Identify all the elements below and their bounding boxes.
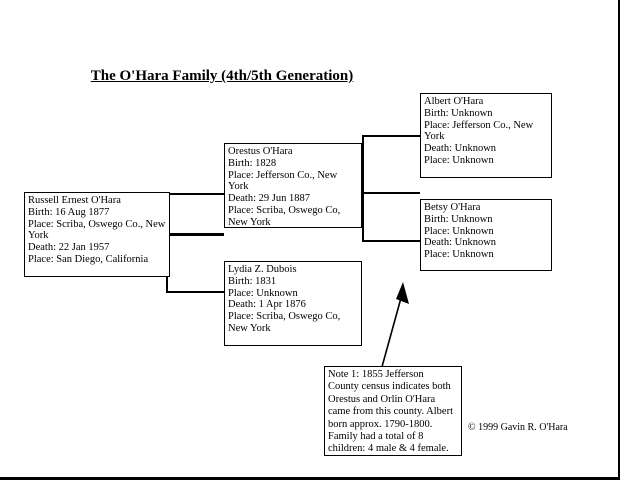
note-box-1[interactable]: Note 1: 1855 Jefferson County census ind… bbox=[324, 366, 462, 456]
person-death: Death: Unknown bbox=[424, 143, 497, 155]
person-death-place: Place: Unknown bbox=[424, 249, 494, 261]
person-death: Death: 22 Jan 1957 bbox=[28, 242, 110, 254]
person-birth: Birth: Unknown bbox=[424, 107, 493, 119]
note-line: Family had a total of 8 bbox=[328, 431, 424, 443]
page-title: The O'Hara Family (4th/5th Generation) bbox=[90, 68, 354, 84]
connector-grandparents-vertical bbox=[362, 135, 364, 242]
person-birth: Birth: 16 Aug 1877 bbox=[28, 206, 110, 218]
person-box-orestus[interactable]: Orestus O'Hara Birth: 1828 Place: Jeffer… bbox=[224, 143, 362, 228]
person-name: Russell Ernest O'Hara bbox=[28, 195, 121, 206]
person-birth-place: Place: Unknown bbox=[424, 225, 494, 237]
connector-to-betsy bbox=[362, 240, 420, 242]
connector-orestus-horizontal bbox=[362, 192, 420, 194]
note-line: Note 1: 1855 Jefferson bbox=[328, 369, 424, 380]
person-name: Albert O'Hara bbox=[424, 96, 484, 107]
person-birth-place: Place: Jefferson Co., New York bbox=[424, 119, 534, 143]
note-arrow-icon bbox=[379, 282, 409, 375]
person-name: Orestus O'Hara bbox=[228, 146, 293, 157]
person-name: Betsy O'Hara bbox=[424, 202, 481, 213]
connector-russell-horizontal bbox=[166, 233, 224, 236]
person-death: Death: Unknown bbox=[424, 237, 497, 249]
connector-to-albert bbox=[362, 135, 420, 137]
copyright-notice: © 1999 Gavin R. O'Hara bbox=[468, 422, 568, 433]
person-birth-place: Place: Jefferson Co., New York bbox=[228, 169, 338, 193]
person-death-place: Place: Unknown bbox=[424, 154, 494, 166]
person-birth: Birth: 1828 bbox=[228, 157, 277, 169]
note-line: children: 4 male & 4 female. bbox=[328, 443, 449, 455]
note-line: came from this county. Albert bbox=[328, 406, 453, 418]
note-line: Orestus and Orlin O'Hara bbox=[328, 393, 436, 405]
person-death-place: Place: Scriba, Oswego Co, New York bbox=[228, 311, 341, 334]
connector-to-lydia bbox=[166, 291, 224, 293]
person-box-russell[interactable]: Russell Ernest O'Hara Birth: 16 Aug 1877… bbox=[24, 192, 170, 277]
connector-to-orestus bbox=[166, 193, 224, 195]
person-death-place: Place: San Diego, California bbox=[28, 253, 149, 265]
person-death: Death: 29 Jun 1887 bbox=[228, 193, 310, 205]
person-name: Lydia Z. Dubois bbox=[228, 264, 297, 275]
note-line: County census indicates both bbox=[328, 381, 451, 393]
person-birth-place: Place: Unknown bbox=[228, 287, 298, 299]
person-birth: Birth: 1831 bbox=[228, 275, 277, 287]
person-box-albert[interactable]: Albert O'Hara Birth: Unknown Place: Jeff… bbox=[420, 93, 552, 178]
person-birth-place: Place: Scriba, Oswego Co., New York bbox=[28, 218, 166, 242]
person-death-place: Place: Scriba, Oswego Co, New York bbox=[228, 204, 341, 228]
note-line: born approx. 1790-1800. bbox=[328, 418, 433, 430]
person-death: Death: 1 Apr 1876 bbox=[228, 299, 306, 311]
person-box-betsy[interactable]: Betsy O'Hara Birth: Unknown Place: Unkno… bbox=[420, 199, 552, 271]
person-box-lydia[interactable]: Lydia Z. Dubois Birth: 1831 Place: Unkno… bbox=[224, 261, 362, 346]
person-birth: Birth: Unknown bbox=[424, 213, 493, 225]
